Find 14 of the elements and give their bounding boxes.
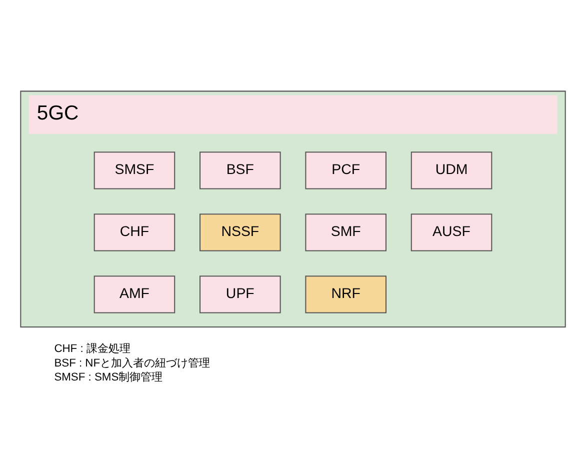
node-box: CHF: [94, 213, 176, 251]
node-box: AMF: [94, 275, 176, 313]
node-box: SMF: [305, 213, 386, 251]
label: SMSF : SMS制御管理: [54, 371, 163, 384]
label: BSF : NFと加入者の紐づけ管理: [54, 356, 210, 369]
node-box: BSF: [200, 151, 281, 189]
label: CHF : 課金処理: [54, 342, 130, 355]
node-box: SMSF: [94, 151, 176, 189]
node-box: NRF: [305, 275, 386, 313]
node-box: UDM: [410, 151, 492, 189]
node-box: NSSF: [200, 213, 281, 251]
node-box: AUSF: [410, 213, 492, 251]
node-box: PCF: [305, 151, 386, 189]
node-box: UPF: [200, 275, 281, 313]
